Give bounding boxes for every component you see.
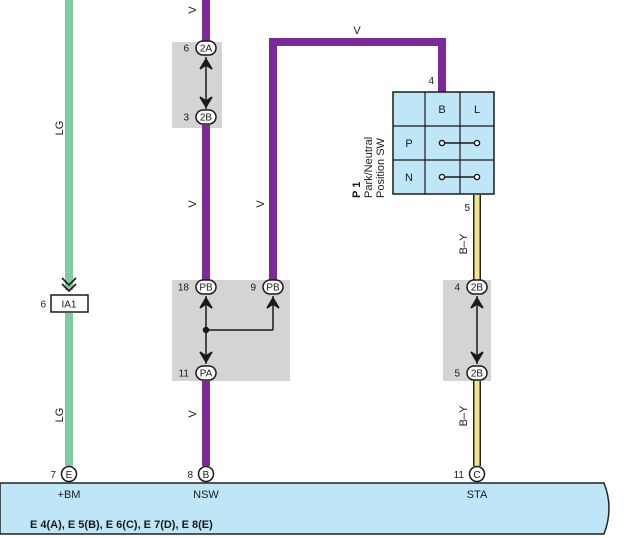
svg-text:11: 11: [179, 369, 190, 380]
junction-box-2b-right: [443, 280, 491, 381]
connector-2b-right-4: 2B 4: [454, 279, 488, 295]
svg-text:4: 4: [428, 76, 434, 87]
svg-text:PB: PB: [266, 283, 280, 294]
svg-text:NSW: NSW: [193, 489, 219, 501]
wire-label-lg-top: LG: [54, 121, 66, 136]
junction-links-pb-pa: [199, 296, 280, 364]
svg-text:IA1: IA1: [61, 300, 76, 311]
wire-label-v-bottom: V: [187, 410, 199, 418]
ecm-terminal-bm: E 7 +BM: [50, 465, 81, 501]
connector-2b-right-5: 2B 5: [454, 365, 488, 381]
wire-label-v-mid: V: [187, 200, 199, 208]
svg-text:2A: 2A: [200, 44, 213, 55]
svg-text:P: P: [405, 138, 412, 150]
wire-label-lg-bottom: LG: [54, 408, 66, 423]
svg-text:4: 4: [454, 283, 460, 294]
svg-text:18: 18: [178, 283, 190, 294]
switch-continuity-p: [438, 139, 481, 147]
wire-label-v-horizontal: V: [353, 25, 361, 37]
svg-text:+BM: +BM: [58, 489, 81, 501]
connector-pb-9: PB 9: [250, 279, 284, 295]
svg-text:5: 5: [454, 369, 460, 380]
wire-label-by-bottom: B–Y: [458, 405, 470, 426]
connector-pa-11: PA 11: [179, 365, 217, 381]
wire-v-to-switch: [269, 38, 446, 280]
wire-label-v-top: V: [187, 6, 199, 14]
connector-pb-18: PB 18: [178, 279, 217, 295]
junction-links-2b-right: [470, 296, 484, 364]
svg-text:E: E: [66, 470, 73, 481]
svg-text:L: L: [474, 104, 480, 116]
park-neutral-switch: 4 5 B L P N P 1 Park/Neutral Position SW: [351, 76, 495, 214]
ecm-block: [0, 482, 610, 535]
svg-text:6: 6: [183, 44, 189, 55]
svg-text:STA: STA: [467, 489, 488, 501]
ecm-terminal-nsw: B 8 NSW: [187, 465, 219, 501]
svg-text:C: C: [473, 470, 480, 481]
svg-text:5: 5: [464, 203, 470, 214]
ecm-terminal-sta: C 11 STA: [454, 465, 488, 501]
svg-text:2B: 2B: [471, 283, 484, 294]
switch-name-line2: Position SW: [375, 137, 387, 198]
wire-label-v-second: V: [255, 200, 267, 208]
ecm-connector-list: E 4(A), E 5(B), E 6(C), E 7(D), E 8(E): [30, 519, 213, 531]
svg-text:6: 6: [40, 300, 46, 311]
svg-text:B: B: [438, 104, 445, 116]
connector-2b-top: 2B 3: [183, 109, 217, 125]
switch-id: P 1: [351, 182, 363, 198]
connector-2a: 2A 6: [183, 40, 217, 56]
svg-text:PB: PB: [199, 283, 213, 294]
svg-text:2B: 2B: [471, 369, 484, 380]
svg-text:7: 7: [50, 470, 56, 481]
switch-name-line1: Park/Neutral: [363, 137, 375, 198]
svg-text:11: 11: [454, 470, 465, 481]
svg-text:2B: 2B: [200, 113, 213, 124]
junction-links-2a-2b: [199, 57, 213, 109]
svg-text:PA: PA: [200, 369, 213, 380]
wire-label-by-top: B–Y: [458, 233, 470, 254]
switch-continuity-n: [438, 173, 481, 181]
svg-text:B: B: [203, 470, 210, 481]
svg-text:3: 3: [183, 113, 189, 124]
svg-text:9: 9: [250, 283, 256, 294]
connector-ia1: IA1 6: [40, 277, 89, 313]
svg-text:N: N: [405, 172, 413, 184]
svg-text:8: 8: [187, 470, 193, 481]
